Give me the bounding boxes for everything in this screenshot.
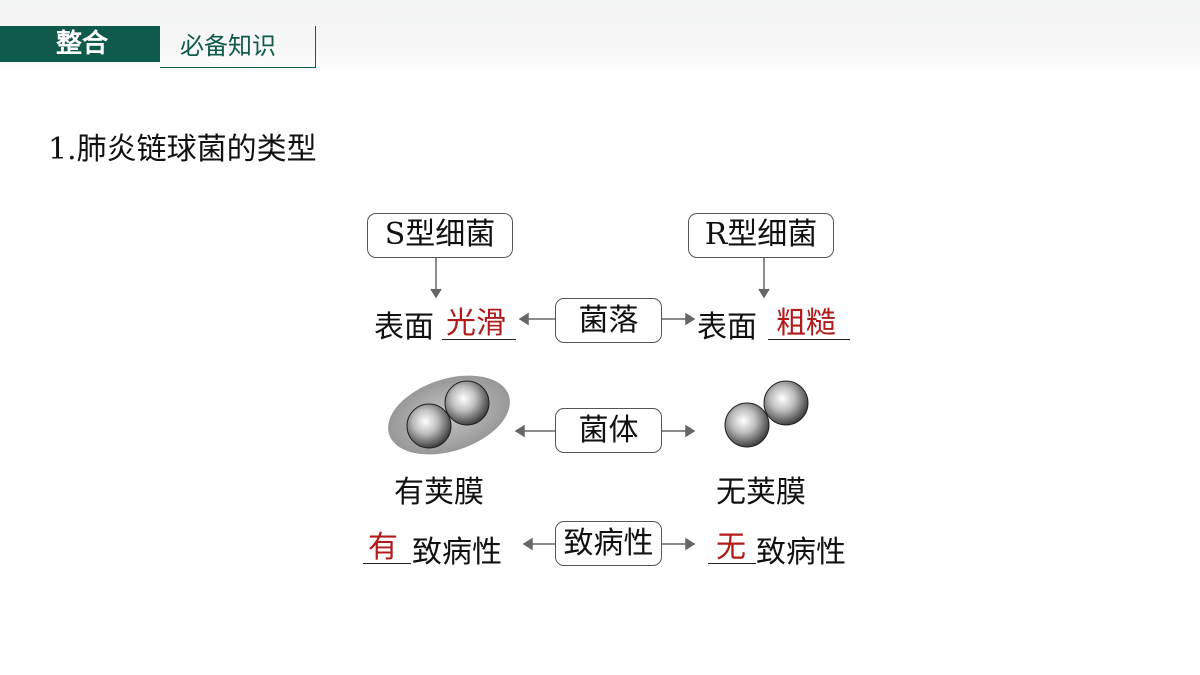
answer-underline [768,339,850,340]
colony-right-prefix: 表面 [697,310,757,345]
r-type-box: R型细菌 [688,213,834,258]
pathogenic-right-answer: 无 [716,530,746,565]
capsule-label: 有荚膜 [394,475,484,510]
capsule-bacteria-icon [388,375,510,455]
answer-underline [442,339,516,340]
s-type-box: S型细菌 [367,213,513,258]
colony-left-prefix: 表面 [374,310,434,345]
section-subtitle: 必备知识 [160,26,316,68]
colony-box: 菌落 [555,298,662,343]
no-capsule-label: 无荚膜 [716,475,806,510]
answer-underline [363,563,411,564]
pathogenic-left-answer: 有 [368,530,398,565]
page-heading: 1.肺炎链球菌的类型 [48,132,317,167]
pathogenic-left-suffix: 致病性 [412,535,502,570]
section-tag: 整合 [0,26,160,62]
cell-body-box: 菌体 [555,408,662,453]
colony-left-answer: 光滑 [446,306,506,341]
bare-bacteria-icon [724,380,809,448]
colony-right-answer: 粗糙 [776,306,836,341]
pathogenic-right-suffix: 致病性 [756,535,846,570]
answer-underline [708,563,756,564]
top-banner [0,0,1200,78]
connector-arrows [430,258,770,551]
pathogenicity-box: 致病性 [555,521,662,566]
